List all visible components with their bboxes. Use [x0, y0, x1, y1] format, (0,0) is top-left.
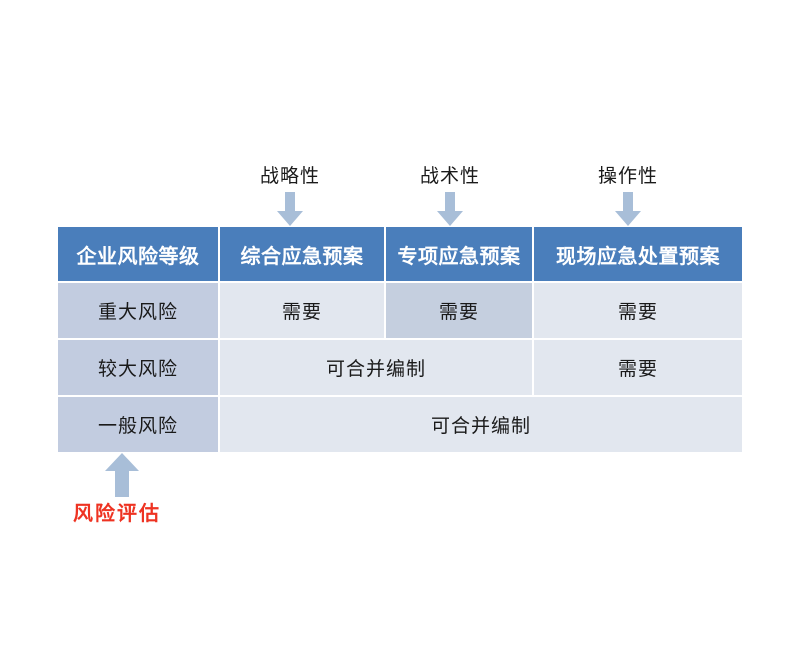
table-row: 重大风险 需要 需要 需要 [58, 282, 742, 340]
cell-major-special: 需要 [385, 282, 534, 340]
column-header-special-plan: 专项应急预案 [385, 227, 534, 283]
top-callout-label-2: 战术性 [419, 166, 480, 187]
table-row: 较大风险 可合并编制 需要 [58, 339, 742, 397]
arrow-down-icon-2 [437, 192, 463, 226]
arrow-down-icon-3 [615, 192, 641, 226]
table-row: 一般风险 可合并编制 [58, 396, 742, 452]
risk-plan-matrix-table: 企业风险等级 综合应急预案 专项应急预案 现场应急处置预案 重大风险 需要 需要… [58, 227, 742, 452]
top-callout-label-1: 战略性 [259, 166, 320, 187]
arrow-down-icon-1 [277, 192, 303, 226]
top-callout-label-3: 操作性 [597, 166, 658, 187]
table-header-row: 企业风险等级 综合应急预案 专项应急预案 现场应急处置预案 [58, 227, 742, 283]
cell-major-comprehensive: 需要 [219, 282, 386, 340]
column-header-risk-level: 企业风险等级 [58, 227, 220, 283]
cell-large-merged-plan: 可合并编制 [219, 339, 534, 397]
column-header-comprehensive-plan: 综合应急预案 [219, 227, 386, 283]
cell-large-onsite: 需要 [533, 339, 742, 397]
cell-major-onsite: 需要 [533, 282, 742, 340]
column-header-onsite-plan: 现场应急处置预案 [533, 227, 742, 283]
risk-assessment-label: 风险评估 [73, 503, 161, 525]
row-header-general-risk: 一般风险 [58, 396, 220, 452]
row-header-major-risk: 重大风险 [58, 282, 220, 340]
cell-general-merged-plan: 可合并编制 [219, 396, 742, 452]
row-header-large-risk: 较大风险 [58, 339, 220, 397]
arrow-up-icon [105, 453, 139, 497]
